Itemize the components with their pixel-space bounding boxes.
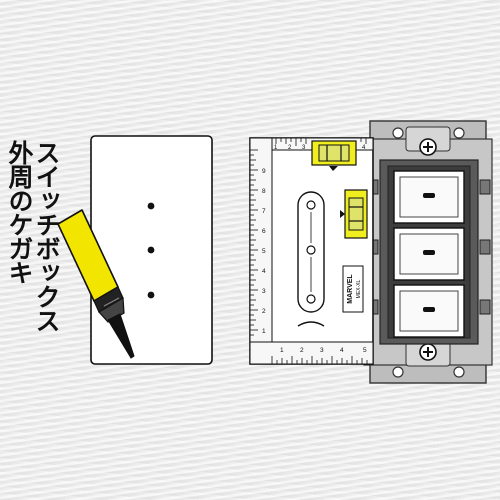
top-bubble-vial (311, 140, 357, 171)
screw-icon (405, 126, 451, 156)
bottom-tick-label: 4 (340, 347, 344, 354)
caption-line-2: 外周のケガキ (5, 140, 34, 284)
brand-badge: MARVEL MEX-XL (342, 265, 364, 313)
side-ruler-ticks (250, 149, 258, 336)
slot-cutout (297, 191, 325, 313)
brand-name: MARVEL (347, 274, 354, 304)
side-tick-label: 4 (262, 268, 266, 275)
side-tick-label: 5 (262, 248, 266, 255)
model-name: MEX-XL (356, 279, 362, 298)
side-tick-label: 2 (262, 308, 266, 315)
crescent-mark (297, 321, 325, 327)
side-tick-label: 8 (262, 188, 266, 195)
side-ruler-labels: 9 8 7 6 5 4 3 2 1 (262, 168, 266, 335)
side-bubble-vial (340, 189, 368, 239)
side-tick-label: 1 (262, 328, 266, 335)
top-ruler-labels: 1 2 3 4 (274, 145, 366, 151)
side-tick-label: 7 (262, 208, 266, 215)
bottom-tick-label: 1 (280, 347, 284, 354)
caption-line-1: スイッチボックス (32, 140, 61, 332)
pencil-icon (57, 209, 135, 359)
bubble-level-icon: MARVEL MEX-XL 9 8 (249, 137, 374, 365)
rocker-switch-icon (393, 170, 465, 224)
top-tick-label: 4 (362, 145, 366, 151)
bottom-tick-label: 3 (320, 347, 324, 354)
marked-point (147, 291, 155, 299)
top-ruler-ticks (275, 138, 367, 146)
screw-icon (405, 341, 451, 367)
marked-point (147, 246, 155, 254)
caption-text: スイッチボックス 外周のケガキ (5, 140, 61, 360)
top-tick-label: 2 (288, 145, 292, 151)
marked-point (147, 202, 155, 210)
rocker-switch-icon (393, 227, 465, 281)
side-tick-label: 3 (262, 288, 266, 295)
bottom-ruler-labels: 1 2 3 4 5 (280, 347, 367, 354)
top-tick-label: 3 (302, 145, 306, 151)
side-tick-label: 6 (262, 228, 266, 235)
bottom-ruler-ticks (271, 356, 368, 364)
switch-stack (393, 170, 465, 338)
top-tick-label: 1 (274, 145, 278, 151)
bottom-tick-label: 2 (300, 347, 304, 354)
rocker-switch-icon (393, 284, 465, 338)
bottom-tick-label: 5 (363, 347, 367, 354)
plate-outline-icon (90, 135, 213, 365)
side-tick-label: 9 (262, 168, 266, 175)
